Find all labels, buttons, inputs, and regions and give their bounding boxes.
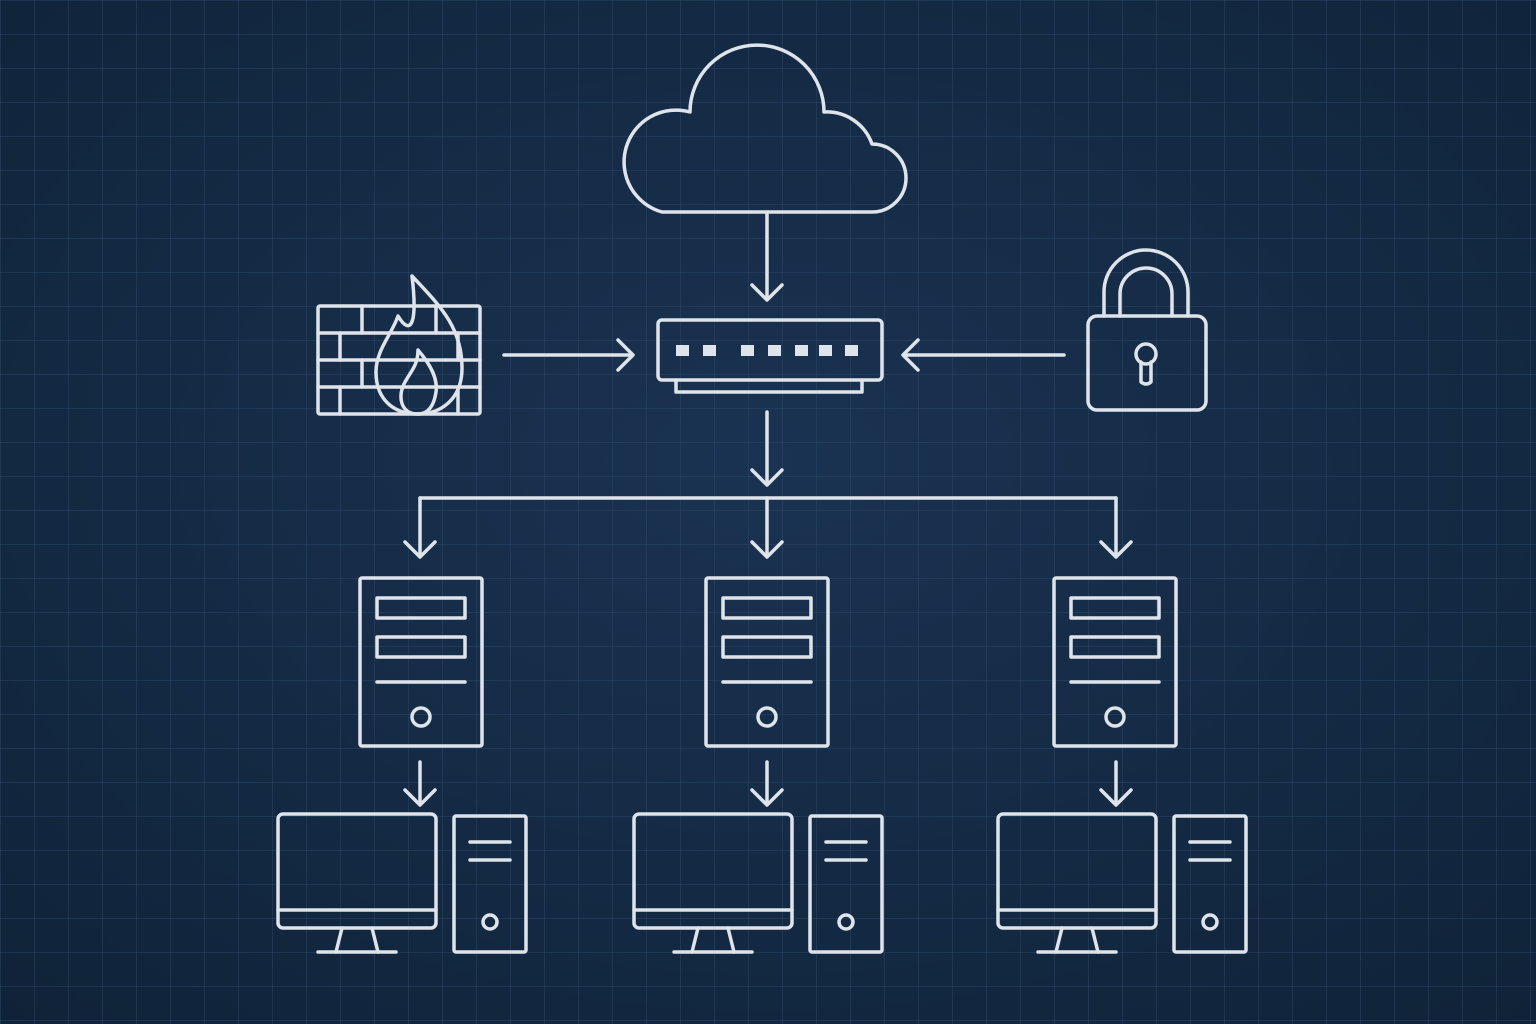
arrow-server-1-to-workstation-1 [403,760,437,807]
arrow-server-2-to-workstation-2 [750,760,784,807]
distribution-bus [403,496,1133,559]
arrow-server-3-to-workstation-3 [1099,760,1133,807]
pc-tower-icon [452,814,528,954]
monitor-icon [632,812,794,954]
arrow-switch-to-bus [750,410,784,487]
server-icon [1052,576,1178,748]
desktop-computer-icon [996,812,1248,954]
arrow-firewall-to-switch [502,338,635,372]
server-icon [704,576,830,748]
network-switch-icon [656,318,884,394]
desktop-computer-icon [276,812,528,954]
inner-flame-icon [399,348,439,416]
firewall-icon [316,274,482,416]
desktop-computer-icon [632,812,884,954]
monitor-icon [276,812,438,954]
cloud-icon [622,43,908,214]
server-icon [358,576,484,748]
pc-tower-icon [808,814,884,954]
pc-tower-icon [1172,814,1248,954]
arrow-cloud-to-switch [750,212,784,302]
flame-icon [374,274,464,416]
arrow-lock-to-switch [901,338,1066,372]
monitor-icon [996,812,1158,954]
padlock-icon [1086,248,1208,412]
switch-port-leds [676,345,858,356]
